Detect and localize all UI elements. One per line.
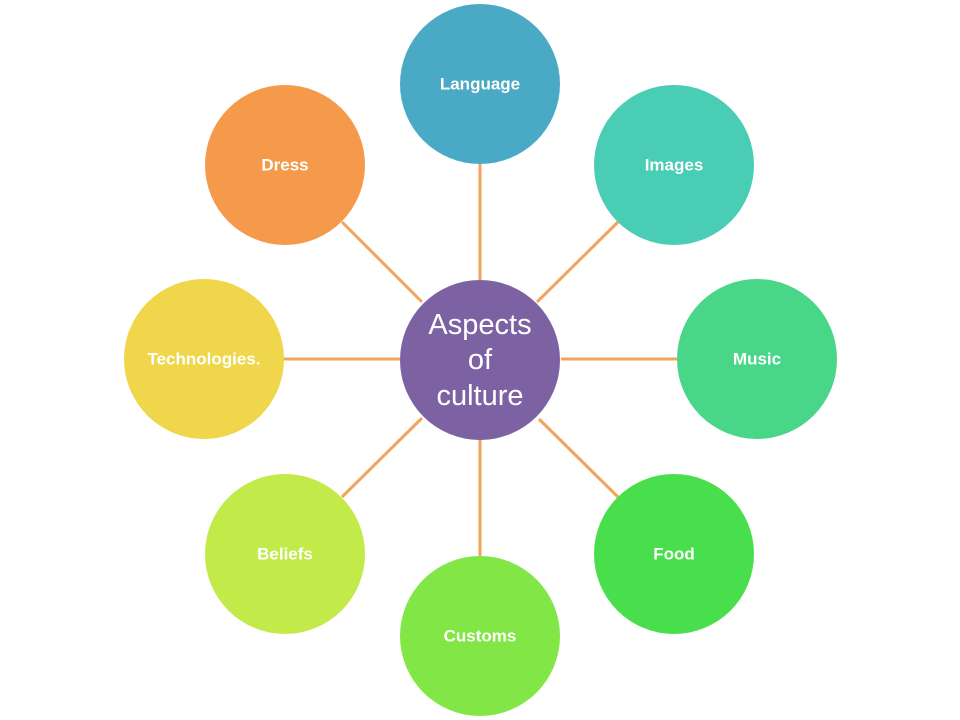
node-label: Customs (444, 627, 517, 646)
node-circle (400, 556, 560, 716)
connector-images (535, 220, 620, 304)
node-dress: Dress (205, 85, 365, 245)
node-label: Language (440, 75, 520, 94)
node-circle (205, 85, 365, 245)
node-beliefs: Beliefs (205, 474, 365, 634)
node-circle (594, 85, 754, 245)
center-node: Aspects of culture (400, 280, 560, 440)
node-label: Beliefs (257, 545, 313, 564)
node-language: Language (400, 4, 560, 164)
center-circle (400, 280, 560, 440)
center-label-line-3: culture (436, 380, 523, 412)
node-customs: Customs (400, 556, 560, 716)
node-circle (400, 4, 560, 164)
node-label: Images (645, 156, 704, 175)
node-images: Images (594, 85, 754, 245)
node-circle (594, 474, 754, 634)
node-technologies: Technologies. (124, 279, 284, 439)
node-label: Music (733, 350, 781, 369)
node-label: Technologies. (147, 350, 260, 369)
node-circle (205, 474, 365, 634)
center-label-line-1: Aspects (428, 309, 531, 341)
center-label-line-2: of (468, 344, 493, 376)
node-label: Food (653, 545, 695, 564)
connector-food (537, 417, 620, 499)
connector-beliefs (340, 416, 424, 499)
node-circle (124, 279, 284, 439)
connectors (284, 164, 677, 556)
node-label: Dress (261, 156, 308, 175)
node-circle (677, 279, 837, 439)
node-music: Music (677, 279, 837, 439)
connector-dress (340, 220, 424, 304)
node-food: Food (594, 474, 754, 634)
